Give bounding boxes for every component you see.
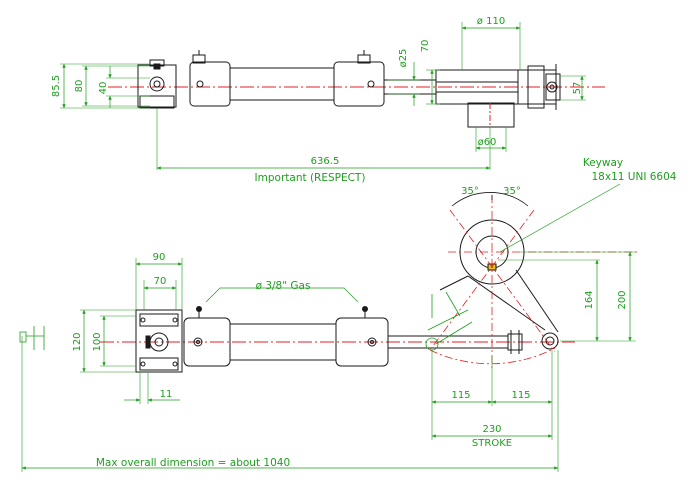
front-extension-lines [21, 251, 636, 472]
top-extension-lines [60, 22, 586, 170]
top-mount-block [137, 59, 177, 109]
dim-half-right: 115 [511, 390, 530, 401]
keyway-leader [499, 183, 621, 253]
dim-length: 636.5 [311, 156, 340, 167]
dim-shaft-dia: ø60 [478, 137, 497, 148]
front-view: 90 70 120 100 11 35° 35° 164 200 115 115… [19, 157, 677, 472]
dim-height-120: 120 [72, 332, 83, 351]
rudder-centerlines [429, 195, 640, 370]
top-shaft [467, 102, 515, 128]
overall-end-marker [19, 326, 45, 350]
dim-lever-h: 70 [420, 40, 431, 53]
dim-hub-dia: ø 110 [477, 16, 505, 27]
dim-h-200: 200 [617, 290, 628, 309]
keyway-title: Keyway [583, 157, 623, 169]
dim-angle-left: 35° [461, 186, 479, 197]
gas-note: ø 3/8" Gas [256, 280, 311, 292]
dim-width-70: 70 [154, 276, 167, 287]
top-barrel [229, 67, 335, 101]
top-left-cap [189, 50, 231, 107]
dim-half-left: 115 [451, 390, 470, 401]
overall-note: Max overall dimension = about 1040 [96, 457, 290, 469]
keyway-spec: 18x11 UNI 6604 [592, 171, 677, 183]
dim-stroke-value: 230 [482, 424, 501, 435]
gas-port-left [196, 306, 202, 318]
front-mount-block [135, 309, 183, 373]
dim-rod-dia: ø25 [398, 49, 409, 68]
dim-hub-h: 57 [572, 82, 583, 95]
top-right-cap [333, 50, 385, 107]
dim-height-inner: 40 [98, 82, 109, 95]
front-dimension-lines [21, 251, 632, 470]
length-note: Important (RESPECT) [255, 172, 366, 184]
dim-h-164: 164 [584, 290, 595, 309]
angle-arc [451, 192, 529, 207]
dim-stroke-label: STROKE [472, 438, 512, 449]
top-view: 85.5 80 40 ø25 70 ø 110 57 ø60 636.5 Imp… [51, 16, 605, 184]
dim-height-mid: 80 [74, 80, 85, 93]
front-rod-end [507, 330, 559, 354]
top-lever-arm [435, 64, 561, 110]
dim-height-100: 100 [92, 332, 103, 351]
dim-width-90: 90 [153, 252, 166, 263]
gas-port-right [362, 306, 368, 318]
ghost-lever [425, 291, 473, 351]
dim-angle-right: 35° [503, 186, 521, 197]
top-dimension-lines [62, 26, 584, 170]
dim-offset-11: 11 [160, 389, 173, 400]
dim-height-outer: 85.5 [51, 75, 62, 97]
